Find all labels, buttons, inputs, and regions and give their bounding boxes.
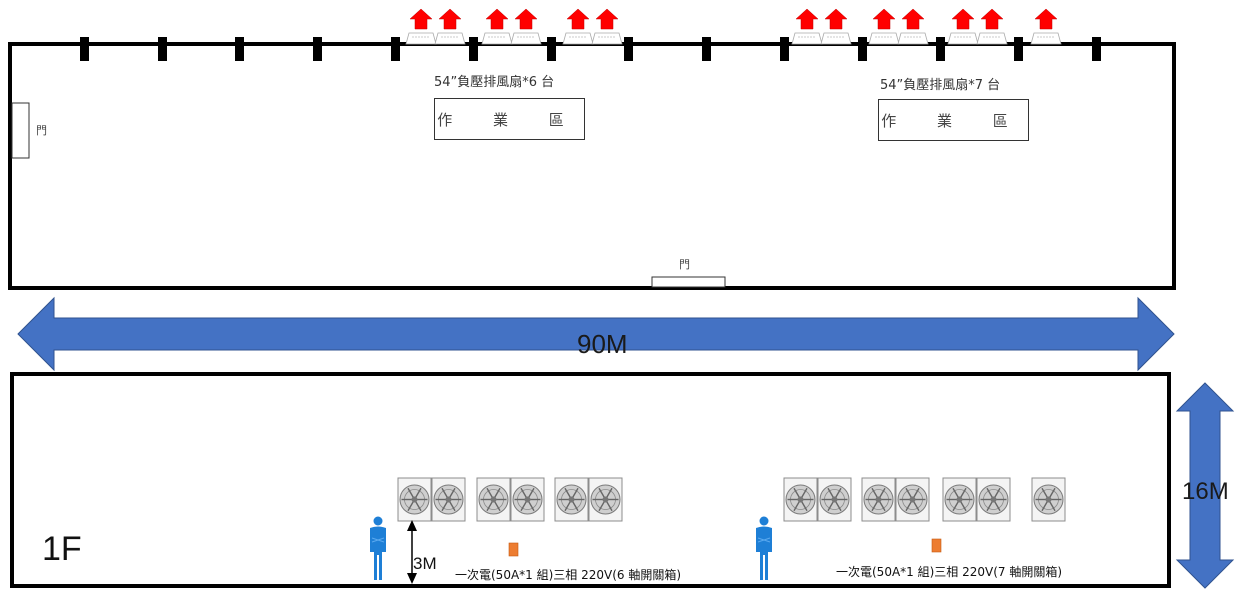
exhaust-fan-icon [791, 8, 823, 45]
pillar [235, 37, 244, 61]
exhaust-fans-plan [405, 8, 1062, 45]
length-label: 90M [577, 329, 628, 359]
pillar [1092, 37, 1101, 61]
work-area-2-label: 作 業 區 [881, 111, 1026, 130]
pillar [1014, 37, 1023, 61]
pillar [858, 37, 867, 61]
exhaust-arrow-icon [566, 8, 590, 30]
fan-height-dimension [407, 520, 417, 584]
fan-panel-icon [783, 477, 818, 522]
exhaust-arrow-icon [795, 8, 819, 30]
power-label-2: 一次電(50A*1 組)三相 220V(7 軸開關箱) [836, 565, 1063, 579]
fan-panel-icon [976, 477, 1011, 522]
door-left-label: 門 [36, 124, 47, 137]
exhaust-arrow-icon [901, 8, 925, 30]
person-icon [370, 516, 386, 580]
fan-panel-icon [554, 477, 589, 522]
pillar [624, 37, 633, 61]
elevation-building-outline [10, 372, 1171, 588]
exhaust-arrow-icon [1034, 8, 1058, 30]
pillar [547, 37, 556, 61]
exhaust-arrow-icon [438, 8, 462, 30]
pillar [780, 37, 789, 61]
work-area-1: 作 業 區 [434, 98, 585, 140]
exhaust-fan-icon [976, 8, 1008, 45]
exhaust-arrow-icon [514, 8, 538, 30]
floor-label: 1F [42, 530, 82, 568]
exhaust-fan-icon [591, 8, 623, 45]
door-left [11, 102, 30, 159]
pillar [80, 37, 89, 61]
exhaust-fans-elevation [397, 477, 1066, 522]
switchbox-icon [508, 542, 519, 557]
fan-panel-icon [942, 477, 977, 522]
fan-panel-icon [817, 477, 852, 522]
length-dimension-arrow [17, 296, 1175, 372]
fan-panel-icon [510, 477, 545, 522]
exhaust-fan-icon [820, 8, 852, 45]
fan-panel-icon [476, 477, 511, 522]
fan-panel-icon [861, 477, 896, 522]
exhaust-arrow-icon [951, 8, 975, 30]
fan-height-label: 3M [413, 554, 437, 573]
person-icon [756, 516, 772, 580]
fan-group-2-label: 54”負壓排風扇*7 台 [880, 78, 1001, 93]
fan-panel-icon [431, 477, 466, 522]
exhaust-fan-icon [947, 8, 979, 45]
exhaust-arrow-icon [485, 8, 509, 30]
exhaust-fan-icon [897, 8, 929, 45]
fan-panel-icon [895, 477, 930, 522]
exhaust-fan-icon [1030, 8, 1062, 45]
pillar [469, 37, 478, 61]
pillar [391, 37, 400, 61]
door-bottom [651, 276, 726, 288]
exhaust-fan-icon [434, 8, 466, 45]
fan-panel-icon [1031, 477, 1066, 522]
height-label: 16M [1182, 478, 1229, 505]
exhaust-arrow-icon [980, 8, 1004, 30]
exhaust-fan-icon [481, 8, 513, 45]
exhaust-fan-icon [405, 8, 437, 45]
work-area-2: 作 業 區 [878, 99, 1029, 141]
pillar [313, 37, 322, 61]
height-dimension-arrow [1175, 382, 1235, 589]
fan-group-1-label: 54”負壓排風扇*6 台 [434, 75, 555, 90]
pillar [936, 37, 945, 61]
pillar [158, 37, 167, 61]
work-area-1-label: 作 業 區 [437, 110, 582, 129]
switchbox-icon [931, 538, 942, 553]
exhaust-fan-icon [868, 8, 900, 45]
pillars [80, 37, 1101, 61]
power-label-1: 一次電(50A*1 組)三相 220V(6 軸開關箱) [455, 568, 682, 582]
exhaust-arrow-icon [595, 8, 619, 30]
pillar [702, 37, 711, 61]
exhaust-arrow-icon [872, 8, 896, 30]
exhaust-fan-icon [510, 8, 542, 45]
exhaust-arrow-icon [409, 8, 433, 30]
exhaust-arrow-icon [824, 8, 848, 30]
door-bottom-label: 門 [679, 258, 690, 271]
exhaust-fan-icon [562, 8, 594, 45]
fan-panel-icon [397, 477, 432, 522]
fan-panel-icon [588, 477, 623, 522]
